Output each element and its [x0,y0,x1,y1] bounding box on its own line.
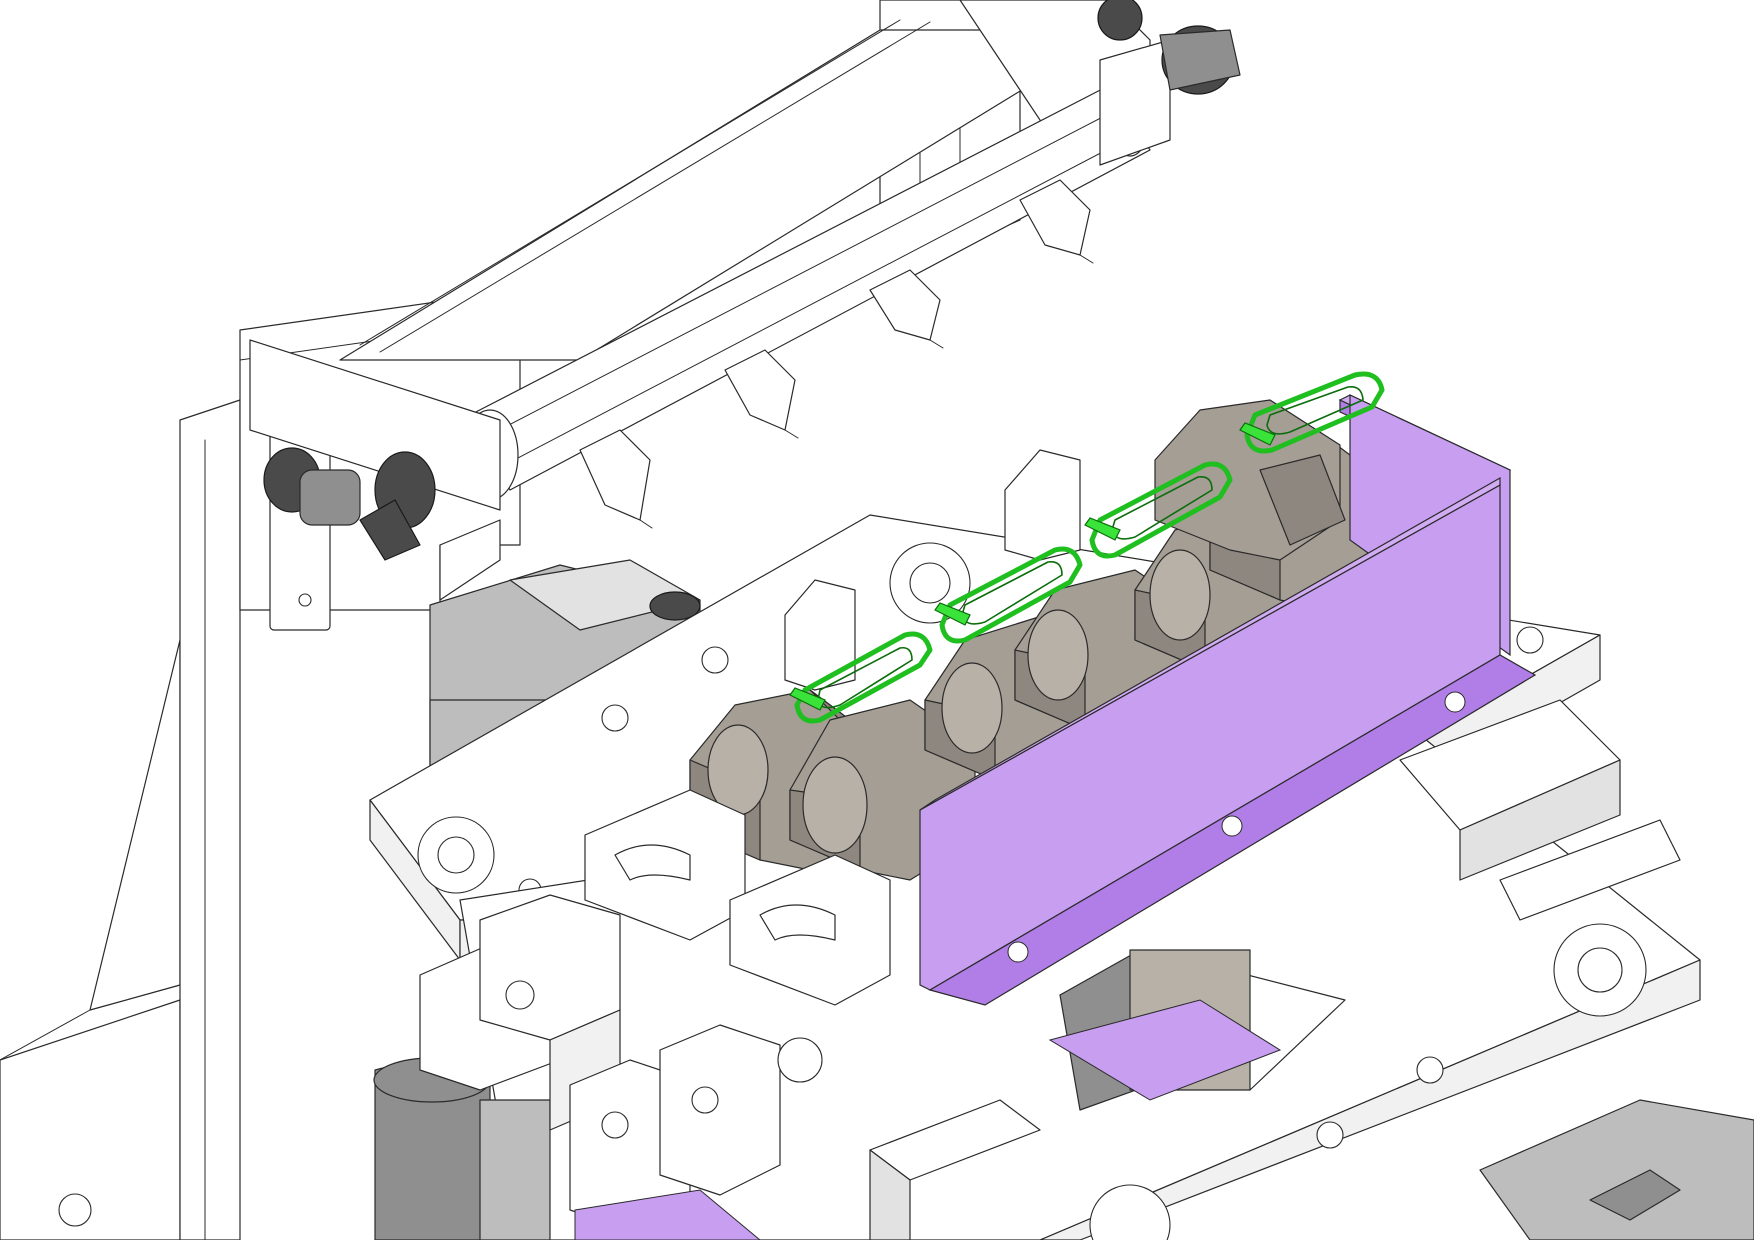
pneumatic-cylinder [249,39,1171,511]
suction-cups [579,179,1094,529]
workpiece-frame-4 [1239,371,1385,454]
guide-plate [919,394,1537,1006]
support-column [373,949,1282,1240]
suction-cup [1019,179,1094,264]
linear-guides [869,699,1754,1240]
workpiece-frames [789,371,1385,724]
workpiece-frame-3 [1084,461,1233,559]
workpiece-frame-1 [789,631,933,724]
front-cradles [584,789,891,1006]
front-clamp-blocks [419,894,823,1231]
suction-cup [869,269,944,349]
suction-cup [579,429,653,529]
workpiece-frame-2 [934,546,1083,644]
suction-cup [724,349,799,439]
air-fitting-right [1097,0,1241,95]
lower-lavender-part [574,1189,761,1240]
air-fitting-left [263,447,436,561]
